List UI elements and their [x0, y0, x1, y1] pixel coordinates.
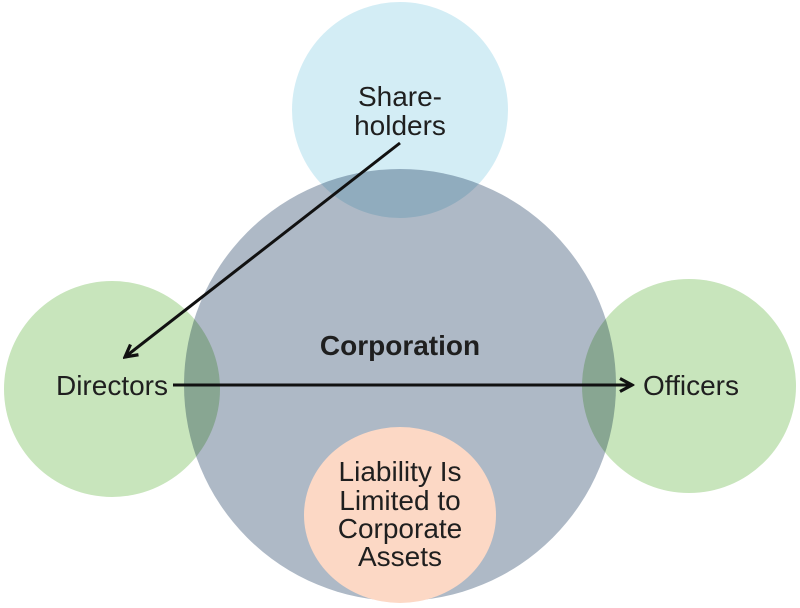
- shareholders-circle: [292, 2, 508, 218]
- officers-label: Officers: [643, 370, 739, 401]
- liability-label-line1: Liability Is: [339, 456, 462, 487]
- liability-label-line2: Limited to: [339, 485, 460, 516]
- directors-label: Directors: [56, 370, 168, 401]
- shareholders-label-line1: Share-: [358, 81, 442, 112]
- corporation-label: Corporation: [320, 330, 480, 361]
- liability-circle: [304, 427, 496, 603]
- directors-circle: [4, 281, 220, 497]
- liability-label-line4: Assets: [358, 541, 442, 572]
- officers-circle: [582, 279, 796, 493]
- arrow-shareholders-to-directors: [125, 141, 401, 357]
- shareholders-label-line2: holders: [354, 110, 446, 141]
- liability-label-line3: Corporate: [338, 513, 463, 544]
